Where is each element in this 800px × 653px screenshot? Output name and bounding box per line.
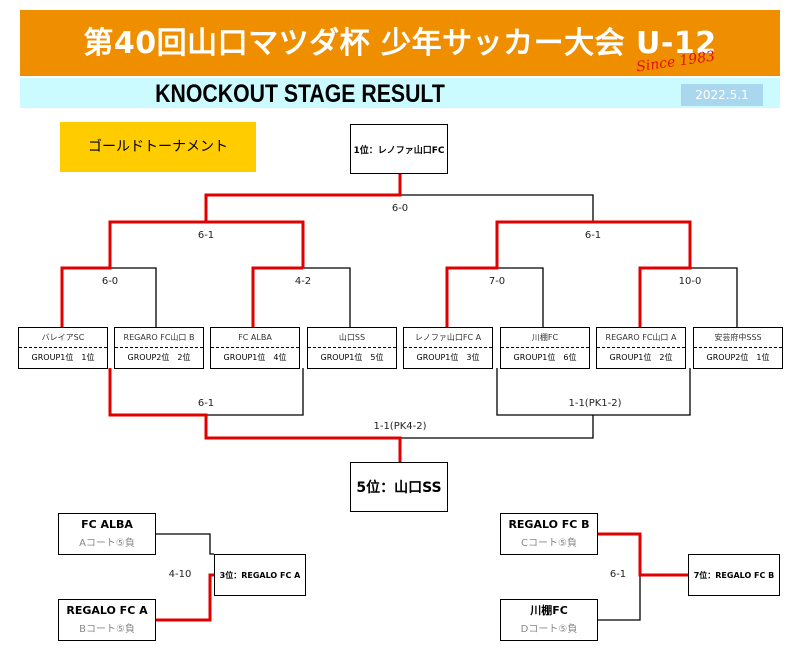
team-box: 川棚FC GROUP1位 6位 — [500, 327, 590, 369]
team-box: REGARO FC山口 A GROUP1位 2位 — [596, 327, 686, 369]
third-team-a: FC ALBA Aコート⑤負 — [58, 513, 156, 555]
header-banner — [20, 10, 780, 76]
team-group: GROUP1位 6位 — [513, 353, 577, 362]
line-sf-left-winner — [206, 220, 305, 268]
score-qf1: 6-0 — [101, 276, 119, 287]
score-qf4: 10-0 — [678, 276, 702, 287]
team-box: 山口SS GROUP1位 5位 — [307, 327, 397, 369]
score-seventh: 6-1 — [609, 569, 627, 580]
team-name: REGALO FC A — [66, 604, 148, 617]
line-qf4-loser — [690, 267, 738, 327]
seventh-place-result: 7位：REGALO FC B — [688, 554, 780, 596]
page-title: 第40回山口マツダ杯 少年サッカー大会 U-12 — [83, 26, 717, 61]
score-qf2: 4-2 — [294, 276, 312, 287]
score-semi-right: 6-1 — [584, 230, 602, 241]
score-qf3: 7-0 — [488, 276, 506, 287]
line-final-loser — [400, 194, 594, 222]
score-lower-final: 1-1(PK4-2) — [373, 421, 427, 432]
team-name: 安芸府中SSS — [694, 328, 782, 348]
team-name: 川棚FC — [501, 328, 589, 348]
winner-lines — [60, 174, 692, 622]
line-lower-left-loser — [206, 368, 304, 416]
team-name: 川棚FC — [530, 604, 568, 617]
line-qf1-loser — [110, 267, 157, 327]
team-group: GROUP1位 5位 — [320, 353, 384, 362]
third-team-b: REGALO FC A Bコート⑤負 — [58, 599, 156, 641]
team-group: GROUP2位 2位 — [127, 353, 191, 362]
line-qf2-winner — [251, 266, 303, 327]
team-name: REGALO FC B — [508, 518, 590, 531]
team-group: GROUP1位 2位 — [609, 353, 673, 362]
team-sub: Dコート⑤負 — [520, 624, 578, 635]
champion-box: 1位：レノファ山口FC — [350, 124, 448, 174]
line-qf4-winner — [593, 220, 692, 327]
score-third: 4-10 — [168, 569, 192, 580]
team-group: GROUP1位 4位 — [223, 353, 287, 362]
line-sf1-loser — [206, 221, 304, 268]
team-name: REGARO FC山口 B — [115, 328, 203, 348]
team-group: GROUP1位 1位 — [31, 353, 95, 362]
seventh-team-b: 川棚FC Dコート⑤負 — [500, 599, 598, 641]
score-lower-right: 1-1(PK1-2) — [568, 398, 622, 409]
team-box: バレイアSC GROUP1位 1位 — [18, 327, 108, 369]
score-final: 6-0 — [391, 203, 409, 214]
team-name: FC ALBA — [211, 328, 299, 348]
team-group: GROUP1位 3位 — [416, 353, 480, 362]
line-qf3-loser — [497, 267, 544, 327]
line-3rd-winner — [156, 573, 214, 622]
line-lower-final-loser — [400, 415, 594, 439]
score-semi-left: 6-1 — [197, 230, 215, 241]
team-name: REGARO FC山口 A — [597, 328, 685, 348]
team-name: レノファ山口FC A — [404, 328, 492, 348]
team-sub: Bコート⑤負 — [79, 624, 135, 635]
line-qf2-loser — [303, 267, 351, 327]
score-lower-left: 6-1 — [197, 398, 215, 409]
line-champion-path-1 — [60, 174, 402, 327]
page-subtitle: KNOCKOUT STAGE RESULT — [155, 80, 445, 108]
line-3rd-loser — [156, 533, 214, 555]
team-name: 山口SS — [308, 328, 396, 348]
line-sf2-loser — [496, 221, 593, 268]
section-label: ゴールドトーナメント — [60, 122, 256, 172]
line-lower-winner — [108, 368, 402, 462]
team-name: FC ALBA — [81, 518, 133, 531]
date-badge: 2022.5.1 — [681, 84, 763, 106]
team-name: バレイアSC — [19, 328, 107, 348]
seventh-team-a: REGALO FC B Cコート⑤負 — [500, 513, 598, 555]
third-place-result: 3位：REGALO FC A — [214, 554, 306, 596]
team-box: FC ALBA GROUP1位 4位 — [210, 327, 300, 369]
subtitle-banner — [20, 78, 780, 108]
team-sub: Aコート⑤負 — [79, 538, 135, 549]
fifth-place-box: 5位：山口SS — [350, 462, 448, 512]
team-box: 安芸府中SSS GROUP2位 1位 — [693, 327, 783, 369]
team-box: REGARO FC山口 B GROUP2位 2位 — [114, 327, 204, 369]
team-sub: Cコート⑤負 — [521, 538, 577, 549]
line-qf3-winner — [445, 220, 593, 327]
team-group: GROUP2位 1位 — [706, 353, 770, 362]
team-box: レノファ山口FC A GROUP1位 3位 — [403, 327, 493, 369]
